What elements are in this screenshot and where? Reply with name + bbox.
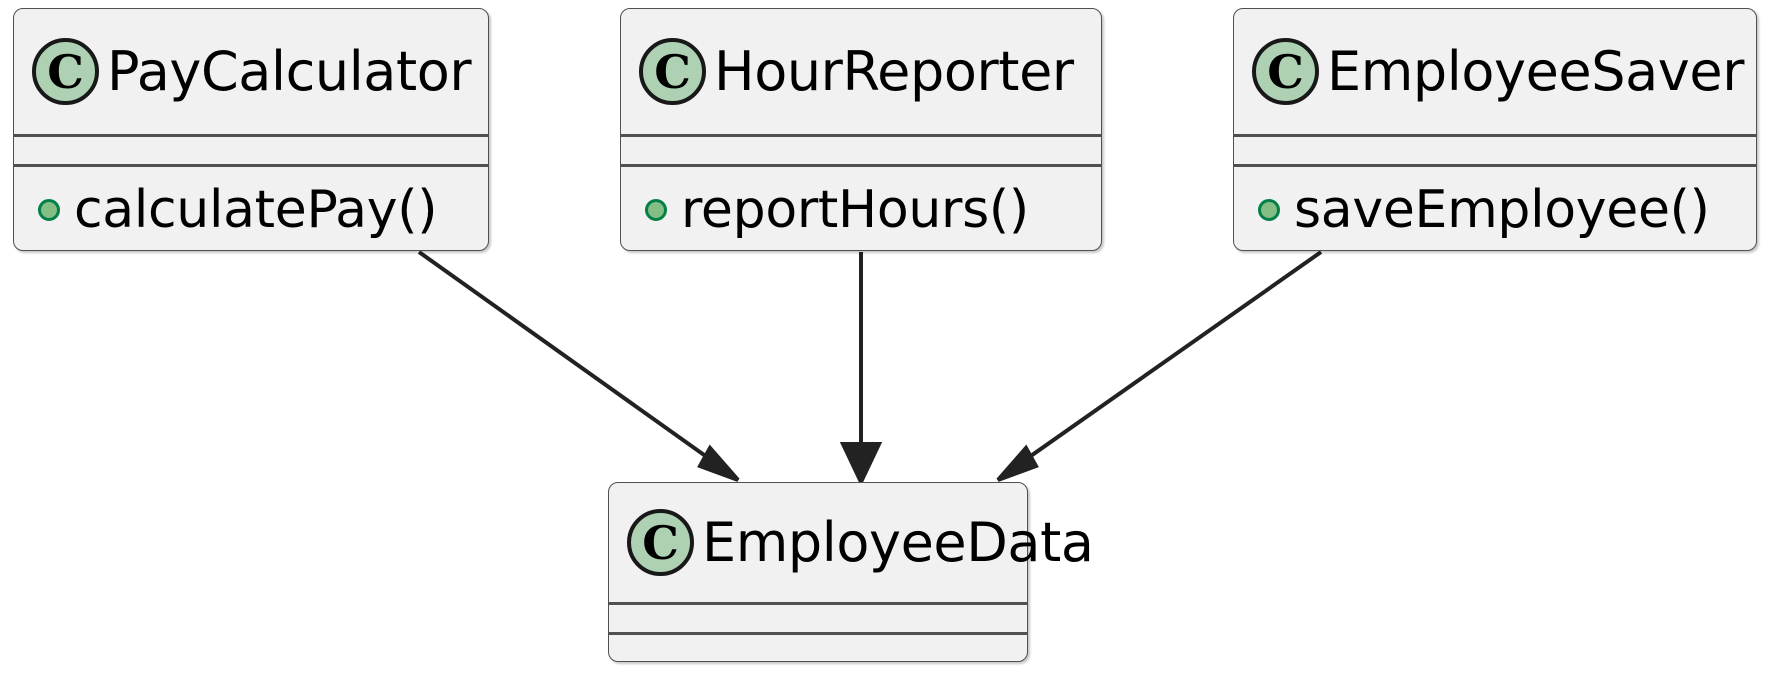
public-visibility-icon — [38, 198, 60, 221]
class-header-hour-reporter: C HourReporter — [621, 9, 1101, 134]
class-header-pay-calculator: C PayCalculator — [14, 9, 488, 134]
class-box-employee-data[interactable]: C EmployeeData — [608, 482, 1094, 662]
compartment-separator-bottom — [609, 632, 1027, 635]
method-label-report-hours: reportHours() — [681, 179, 1029, 240]
class-title-hour-reporter: HourReporter — [714, 40, 1074, 103]
attributes-compartment-employee-data — [609, 605, 1027, 632]
class-stereotype-icon: C — [32, 38, 99, 105]
public-visibility-icon — [645, 198, 667, 221]
methods-compartment-pay-calculator: calculatePay() — [14, 167, 488, 252]
method-label-calculate-pay: calculatePay() — [74, 179, 438, 240]
class-title-employee-data: EmployeeData — [702, 511, 1094, 574]
class-title-pay-calculator: PayCalculator — [107, 40, 472, 103]
arrowhead-hour-reporter — [839, 442, 883, 487]
compartment-separator-bottom — [621, 164, 1101, 167]
methods-compartment-employee-data — [609, 635, 1027, 660]
class-stereotype-icon: C — [1252, 38, 1319, 105]
class-stereotype-icon: C — [627, 509, 694, 576]
compartment-separator-top — [609, 602, 1027, 605]
arrowhead-pay-calculator — [697, 444, 740, 482]
methods-compartment-hour-reporter: reportHours() — [621, 167, 1101, 252]
attributes-compartment-employee-saver — [1234, 137, 1756, 164]
class-box-hour-reporter[interactable]: C HourReporter reportHours() — [620, 8, 1102, 251]
class-header-employee-saver: C EmployeeSaver — [1234, 9, 1756, 134]
compartment-separator-bottom — [14, 164, 488, 167]
methods-compartment-employee-saver: saveEmployee() — [1234, 167, 1756, 252]
method-label-save-employee: saveEmployee() — [1294, 179, 1710, 240]
class-box-employee-saver[interactable]: C EmployeeSaver saveEmployee() — [1233, 8, 1757, 251]
public-visibility-icon — [1258, 198, 1280, 221]
edge-employee-saver-to-employee-data — [996, 250, 1323, 482]
compartment-separator-top — [1234, 134, 1756, 137]
class-header-employee-data: C EmployeeData — [609, 483, 1094, 602]
edge-line-employee-saver — [1006, 250, 1323, 474]
attributes-compartment-pay-calculator — [14, 137, 488, 164]
compartment-separator-bottom — [1234, 164, 1756, 167]
class-box-pay-calculator[interactable]: C PayCalculator calculatePay() — [13, 8, 489, 251]
edge-line-pay-calculator — [417, 250, 730, 474]
arrowhead-employee-saver — [996, 444, 1039, 482]
compartment-separator-top — [621, 134, 1101, 137]
compartment-separator-top — [14, 134, 488, 137]
edge-pay-calculator-to-employee-data — [417, 250, 740, 482]
edge-hour-reporter-to-employee-data — [839, 252, 883, 487]
attributes-compartment-hour-reporter — [621, 137, 1101, 164]
class-stereotype-icon: C — [639, 38, 706, 105]
class-title-employee-saver: EmployeeSaver — [1327, 40, 1744, 103]
